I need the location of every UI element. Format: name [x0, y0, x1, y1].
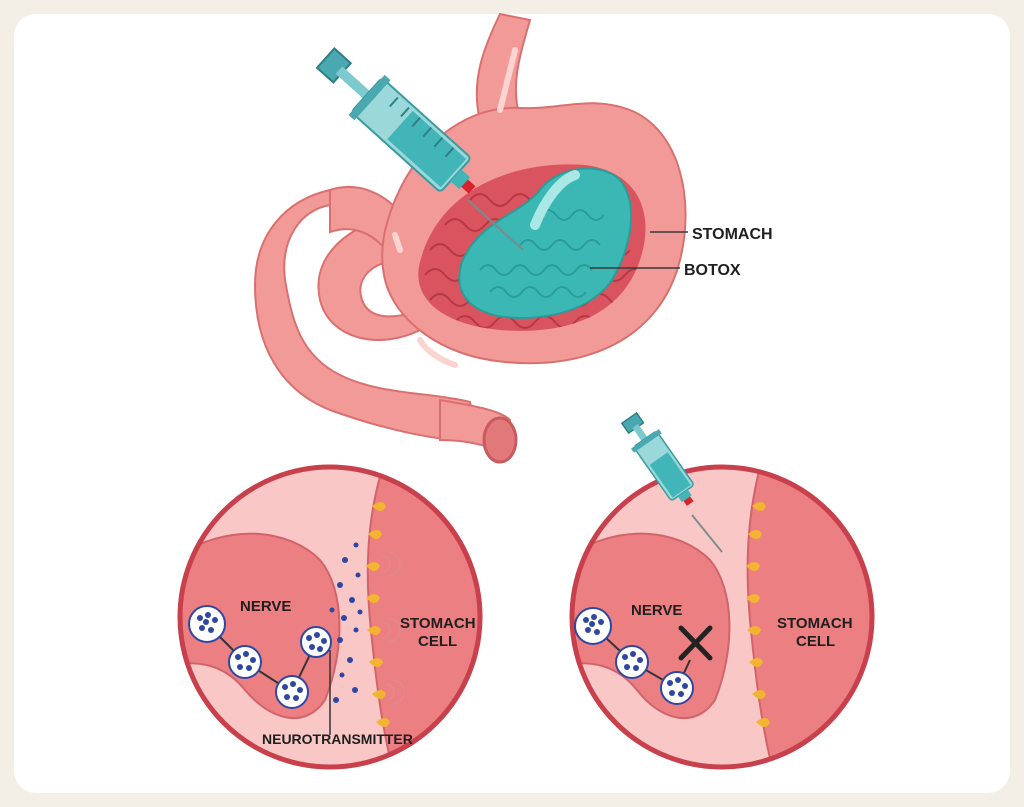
syringe-icon	[620, 411, 723, 553]
nerve-label-right: NERVE	[631, 602, 682, 619]
neurotransmitter-dots	[329, 542, 363, 703]
receptors-right	[746, 502, 770, 727]
botox-texture	[479, 209, 605, 298]
stomach-cell-label-right-2: CELL	[796, 633, 835, 650]
stomach-highlight	[417, 337, 458, 368]
neurotransmitter-label: NEUROTRANSMITTER	[262, 731, 413, 747]
signal-ripples	[381, 551, 405, 705]
normal-junction-circle	[177, 464, 483, 770]
stomach-cell-label-left-1: STOMACH	[400, 615, 476, 632]
duodenum-opening	[482, 416, 518, 464]
syringe-icon	[315, 47, 524, 251]
botox-area	[458, 167, 632, 320]
stomach-label: STOMACH	[692, 226, 773, 243]
stomach-highlight	[497, 47, 518, 113]
receptors-left	[366, 502, 390, 727]
esophagus	[475, 12, 532, 122]
x-mark-icon	[678, 625, 713, 661]
botox-label: BOTOX	[684, 262, 741, 279]
vesicle-chain-right	[574, 607, 694, 705]
vesicle-chain-left	[188, 605, 332, 709]
stomach-cell-label-right-1: STOMACH	[777, 615, 853, 632]
botox-highlight	[530, 170, 580, 230]
stomach-highlight	[392, 232, 403, 253]
stomach-illustration	[253, 12, 687, 464]
stomach-cell-label-left-2: CELL	[418, 633, 457, 650]
nerve-terminal-left	[180, 532, 341, 719]
nerve-label-left: NERVE	[240, 598, 291, 615]
